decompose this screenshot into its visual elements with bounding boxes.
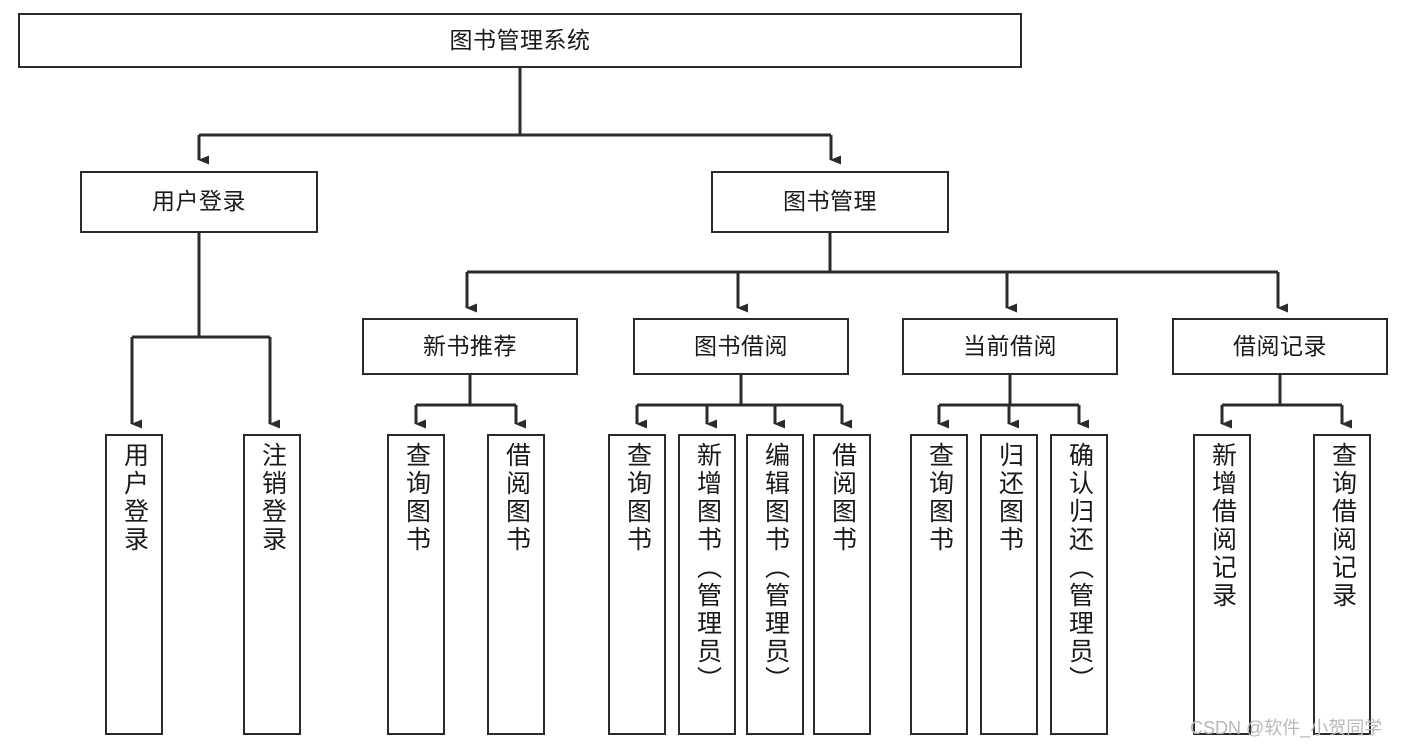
node-leaf-borrow-book-2[interactable]: 借阅图书 bbox=[813, 434, 871, 735]
node-label-leaf-return-book: 归还图书 bbox=[995, 442, 1024, 554]
node-label-leaf-edit-book: 编辑图书（管理员） bbox=[761, 442, 790, 694]
node-label-book-manage: 图书管理 bbox=[783, 188, 877, 215]
node-label-leaf-query-record: 查询借阅记录 bbox=[1328, 442, 1357, 610]
node-leaf-add-record[interactable]: 新增借阅记录 bbox=[1193, 434, 1251, 735]
node-new-book-rec[interactable]: 新书推荐 bbox=[362, 318, 578, 375]
node-label-leaf-query-book-2: 查询图书 bbox=[623, 442, 652, 554]
node-borrow-record[interactable]: 借阅记录 bbox=[1172, 318, 1388, 375]
node-book-borrow[interactable]: 图书借阅 bbox=[633, 318, 849, 375]
node-leaf-query-book-3[interactable]: 查询图书 bbox=[910, 434, 968, 735]
node-label-leaf-borrow-book-1: 借阅图书 bbox=[502, 442, 531, 554]
node-label-current-borrow: 当前借阅 bbox=[963, 332, 1057, 359]
node-label-user-login: 用户登录 bbox=[152, 188, 246, 215]
node-current-borrow[interactable]: 当前借阅 bbox=[902, 318, 1118, 375]
node-label-leaf-query-book-3: 查询图书 bbox=[925, 442, 954, 554]
node-leaf-logout[interactable]: 注销登录 bbox=[243, 434, 301, 735]
node-label-leaf-add-book: 新增图书（管理员） bbox=[693, 442, 722, 694]
node-leaf-query-book-1[interactable]: 查询图书 bbox=[387, 434, 445, 735]
node-label-leaf-add-record: 新增借阅记录 bbox=[1208, 442, 1237, 610]
node-root[interactable]: 图书管理系统 bbox=[18, 13, 1022, 68]
node-user-login[interactable]: 用户登录 bbox=[80, 171, 318, 233]
node-label-borrow-record: 借阅记录 bbox=[1233, 332, 1327, 359]
node-leaf-query-book-2[interactable]: 查询图书 bbox=[608, 434, 666, 735]
node-leaf-return-book[interactable]: 归还图书 bbox=[980, 434, 1038, 735]
node-label-leaf-confirm-return: 确认归还（管理员） bbox=[1065, 442, 1094, 694]
node-leaf-borrow-book-1[interactable]: 借阅图书 bbox=[487, 434, 545, 735]
node-leaf-query-record[interactable]: 查询借阅记录 bbox=[1313, 434, 1371, 735]
node-book-manage[interactable]: 图书管理 bbox=[711, 171, 949, 233]
node-label-leaf-logout: 注销登录 bbox=[258, 442, 287, 554]
node-leaf-user-login[interactable]: 用户登录 bbox=[105, 434, 163, 735]
node-label-leaf-borrow-book-2: 借阅图书 bbox=[828, 442, 857, 554]
node-label-leaf-query-book-1: 查询图书 bbox=[402, 442, 431, 554]
node-leaf-add-book[interactable]: 新增图书（管理员） bbox=[678, 434, 736, 735]
node-label-leaf-user-login: 用户登录 bbox=[120, 442, 149, 554]
node-label-root: 图书管理系统 bbox=[449, 26, 591, 53]
node-leaf-confirm-return[interactable]: 确认归还（管理员） bbox=[1050, 434, 1108, 735]
node-label-book-borrow: 图书借阅 bbox=[694, 332, 788, 359]
node-leaf-edit-book[interactable]: 编辑图书（管理员） bbox=[746, 434, 804, 735]
node-label-new-book-rec: 新书推荐 bbox=[423, 332, 517, 359]
